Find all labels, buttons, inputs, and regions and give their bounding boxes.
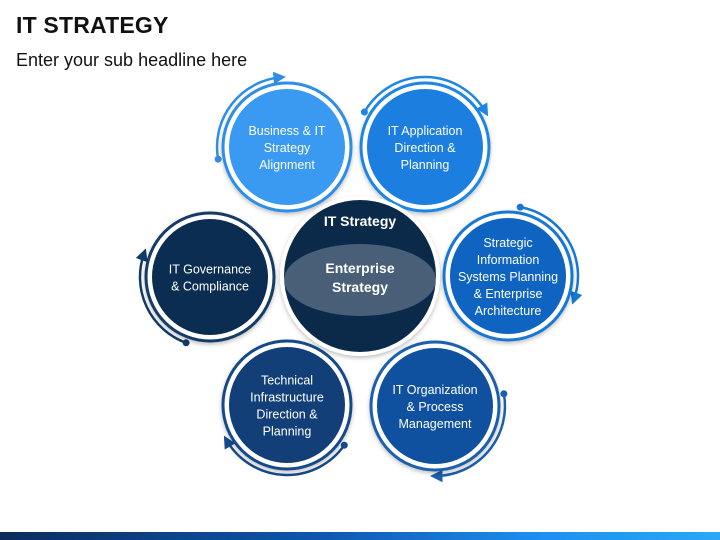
node-label-line: Technical bbox=[261, 374, 313, 388]
bottom-accent-bar bbox=[0, 532, 720, 540]
node-label-line: & Compliance bbox=[171, 280, 249, 294]
node-label-line: IT Application bbox=[388, 124, 463, 138]
node-label-line: Direction & bbox=[256, 408, 318, 422]
node-circle-technical-infrastructure-planning bbox=[229, 347, 345, 463]
connector-arc-strategic-information-systems bbox=[519, 205, 583, 305]
center-top-label: IT Strategy bbox=[324, 213, 397, 229]
node-label-line: Business & IT bbox=[248, 124, 325, 138]
node-circle-business-it-alignment bbox=[229, 89, 345, 205]
connector-arcs bbox=[135, 71, 583, 483]
connector-arc-it-governance-compliance bbox=[135, 248, 187, 344]
center-circle bbox=[284, 200, 436, 352]
page-title: IT STRATEGY bbox=[16, 12, 169, 38]
node-label-line: Strategy bbox=[264, 141, 311, 155]
node-circle-it-application-planning bbox=[367, 89, 483, 205]
node-circle-strategic-information-systems bbox=[450, 218, 566, 334]
node-label-line: & Process bbox=[407, 400, 464, 414]
connector-dot-strategic-information-systems bbox=[516, 203, 524, 211]
node-label-line: Infrastructure bbox=[250, 391, 324, 405]
connector-arc-it-organization-management bbox=[430, 393, 507, 483]
node-circle-it-organization-management bbox=[377, 348, 493, 464]
node-it-governance-compliance: IT Governance & Compliance bbox=[144, 211, 276, 343]
center-bottom-label-line: Enterprise bbox=[325, 260, 394, 276]
center-bottom-label-line: Strategy bbox=[332, 279, 388, 295]
node-label-line: Direction & bbox=[394, 141, 456, 155]
connector-arc-technical-infrastructure-planning bbox=[223, 435, 346, 477]
connector-arc-it-application-planning bbox=[363, 75, 489, 117]
connector-dot-technical-infrastructure-planning bbox=[340, 441, 348, 449]
node-label-line: IT Governance bbox=[169, 263, 252, 277]
connector-arc-business-it-alignment bbox=[215, 71, 286, 160]
node-label-line: Planning bbox=[401, 158, 450, 172]
node-label-line: Information bbox=[477, 253, 540, 267]
connector-dot-it-governance-compliance bbox=[182, 339, 190, 347]
node-circle-it-governance-compliance bbox=[152, 219, 268, 335]
connector-dot-it-organization-management bbox=[500, 390, 508, 398]
node-label-line: IT Organization bbox=[392, 383, 477, 397]
center-highlight-band bbox=[284, 244, 436, 316]
node-label-line: Systems Planning bbox=[458, 270, 558, 284]
node-label-line: Alignment bbox=[259, 158, 315, 172]
node-label-line: & Enterprise bbox=[474, 287, 543, 301]
node-label-line: Planning bbox=[263, 425, 312, 439]
page-subtitle: Enter your sub headline here bbox=[16, 50, 248, 70]
node-label-line: Management bbox=[399, 417, 472, 431]
node-label-line: Architecture bbox=[475, 304, 542, 318]
node-label-line: Strategic bbox=[483, 236, 532, 250]
connector-dot-it-application-planning bbox=[360, 108, 368, 116]
connector-dot-business-it-alignment bbox=[214, 155, 222, 163]
